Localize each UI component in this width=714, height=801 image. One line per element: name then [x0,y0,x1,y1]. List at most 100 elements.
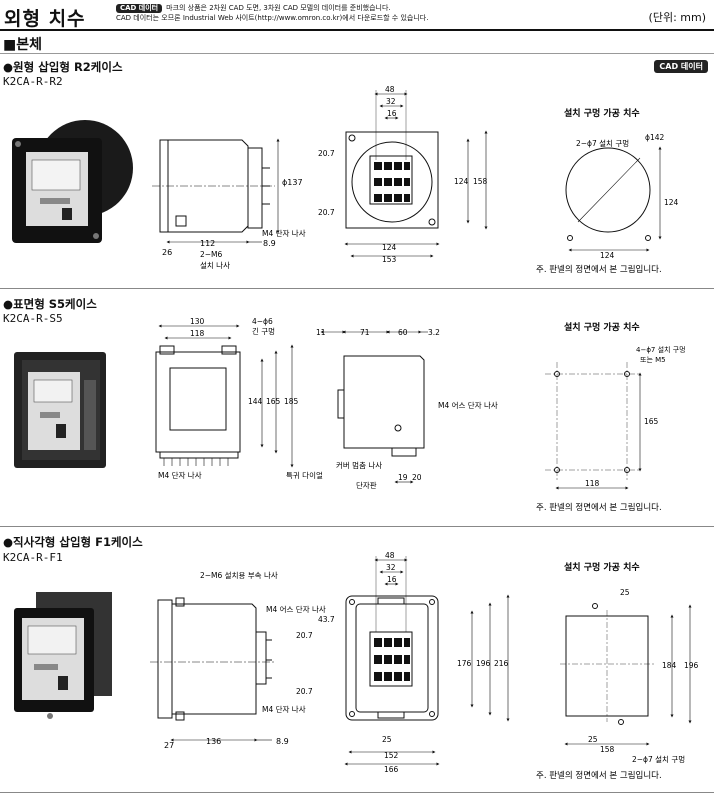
r2-product-photo [12,120,133,243]
s5-note: 주. 판넬의 정면에서 본 그림입니다. [536,502,662,513]
f1-cut-158: 158 [600,745,615,754]
f1-rear-view [344,556,510,766]
s5-dim-130: 130 [190,317,205,326]
f1-m4-label: M4 단자 나사 [262,704,306,714]
f1-cut-hole: 2−ϕ7 설치 구멍 [632,754,685,764]
s5-cut-hole: 4−ϕ7 설치 구멍 [636,345,686,354]
f1-cut-184: 184 [662,661,677,670]
section-divider [0,53,714,54]
f1-title: ●직사각형 삽입형 F1케이스 [3,535,143,549]
r2-dim-142: ϕ142 [645,133,664,142]
r2-dim-153: 153 [382,255,397,264]
r2-dim-48: 48 [385,85,395,94]
f1-dim-8: 8.9 [276,737,289,746]
r2-dim-8: 8.9 [263,239,276,248]
r2-cut-124v: 124 [664,198,679,207]
s5-dim-11: 11 [316,328,326,337]
r2-cutout [565,146,662,252]
s5-cut-118: 118 [585,479,600,488]
s5-cover-label: 커버 멈춤 나사 [336,460,382,470]
f1-cutout [560,603,692,746]
s5-title: ●표면형 S5케이스 [3,297,97,311]
f1-cut-196: 196 [684,661,699,670]
r2-cut-124h: 124 [600,251,615,260]
r2-model: K2CA-R-R2 [3,75,63,88]
s5-dial-label: 특귀 다이얼 [286,470,323,480]
f1-side-view [150,597,276,742]
s5-dim-3: 3.2 [428,328,440,337]
f1-product-photo [14,592,112,719]
cad-badge[interactable]: CAD 데이터 [116,4,163,13]
r2-dim-20b: 20.7 [318,208,335,217]
r2-side-view [152,138,280,244]
f1-dim-27: 27 [164,741,174,750]
s5-model: K2CA-R-S5 [3,312,63,325]
r2-dim-137: ϕ137 [282,178,303,187]
f1-dim-25: 25 [382,735,392,744]
r2-dim-20a: 20.7 [318,149,335,158]
s5-front-view [155,324,294,468]
r2-note: 주. 판넬의 정면에서 본 그림입니다. [536,264,662,275]
r2-dim-16: 16 [387,109,397,118]
divider-2 [0,526,714,527]
divider-1 [0,288,714,289]
s5-dim-60: 60 [398,328,408,337]
cad-data-button[interactable]: CAD 데이터 [654,60,708,73]
s5-ground-label: M4 어스 단자 나사 [438,400,498,410]
r2-cutout-title: 설치 구멍 가공 치수 [564,107,640,119]
f1-dim-216: 216 [494,659,509,668]
f1-dim-196: 196 [476,659,491,668]
s5-cut-hole2: 또는 M5 [640,356,666,364]
s5-dim-165: 165 [266,397,281,406]
f1-dim-166: 166 [384,765,399,774]
f1-dim-152: 152 [384,751,399,760]
r2-m6-label: 2−M6 [200,250,223,259]
r2-rear-view [344,90,488,258]
r2-m4-label: M4 단자 나사 [262,228,306,238]
s5-dim-118: 118 [190,329,205,338]
cad-note-line1: 마크의 상품은 2차원 CAD 도면, 3차원 CAD 모델의 데이터를 준비했… [166,4,391,12]
s5-product-photo [14,352,106,468]
s5-hole-label: 4−ϕ6 [252,317,273,326]
f1-dim-43: 43.7 [318,615,335,624]
divider-3 [0,792,714,793]
f1-dim-20b: 20.7 [296,687,313,696]
f1-cut-25a: 25 [620,588,630,597]
s5-dim-19: 19 [398,473,408,482]
s5-dim-144: 144 [248,397,263,406]
s5-m4-label: M4 단자 나사 [158,470,202,480]
f1-cutout-title: 설치 구멍 가공 치수 [564,561,640,573]
s5-hole-label2: 긴 구멍 [252,326,275,336]
cad-note-line2: CAD 데이터는 오므론 Industrial Web 사이트(http://w… [116,14,429,22]
r2-dim-32: 32 [386,97,396,106]
f1-dim-16: 16 [387,575,397,584]
r2-dim-112: 112 [200,239,215,248]
r2-dim-26: 26 [162,248,172,257]
f1-dim-48: 48 [385,551,395,560]
s5-cutout-title: 설치 구멍 가공 치수 [564,321,640,333]
r2-dim-124v: 124 [454,177,469,186]
r2-hole-label: 2−ϕ7 설치 구멍 [576,138,629,148]
r2-m6-label2: 설치 나사 [200,261,230,270]
section-heading: ■본체 [3,37,42,53]
r2-dim-124h: 124 [382,243,397,252]
r2-dim-158: 158 [473,177,488,186]
f1-dim-20a: 20.7 [296,631,313,640]
s5-side-view [320,330,428,484]
f1-cut-25b: 25 [588,735,598,744]
f1-ground-label: M4 어스 단자 나사 [266,604,326,614]
s5-cutout [545,362,642,490]
s5-dim-185: 185 [284,397,299,406]
f1-model: K2CA-R-F1 [3,551,63,564]
unit-label: (단위: mm) [648,11,706,24]
f1-dim-136: 136 [206,737,221,746]
f1-m6-label: 2−M6 설치용 부속 나사 [200,571,278,580]
f1-dim-176: 176 [457,659,472,668]
f1-dim-32: 32 [386,563,396,572]
s5-terminal-label: 단자판 [356,480,377,490]
f1-note: 주. 판넬의 정면에서 본 그림입니다. [536,770,662,781]
r2-title: ●원형 삽입형 R2케이스 [3,60,123,74]
header-divider [0,29,714,31]
